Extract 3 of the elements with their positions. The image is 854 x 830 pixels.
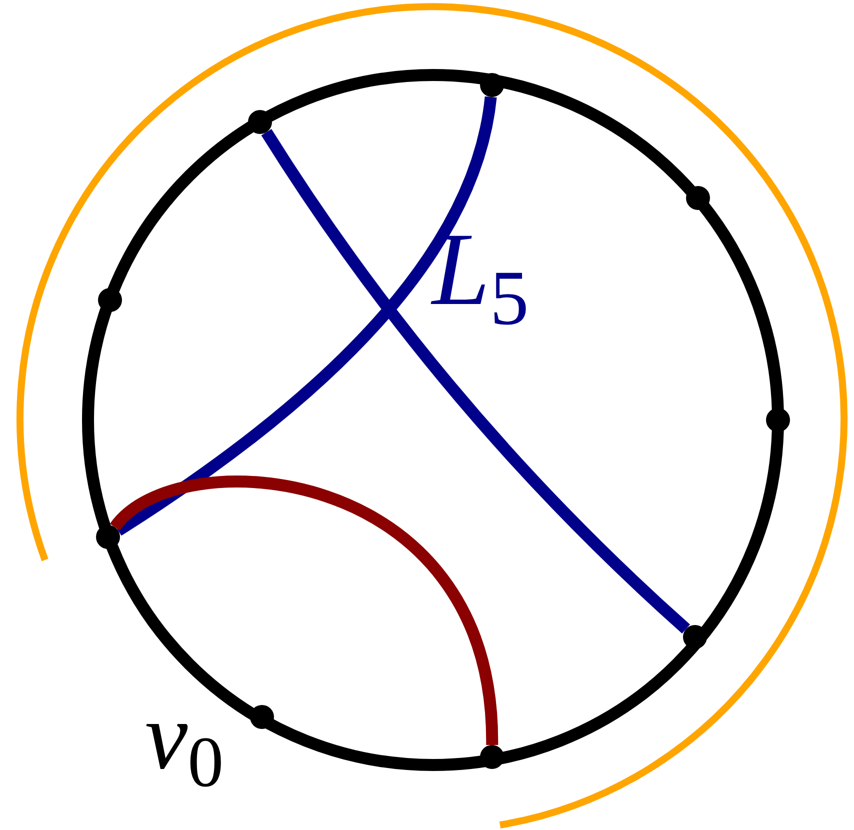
chord bbox=[114, 96, 497, 536]
chord bbox=[261, 128, 690, 634]
chord bbox=[110, 476, 498, 746]
